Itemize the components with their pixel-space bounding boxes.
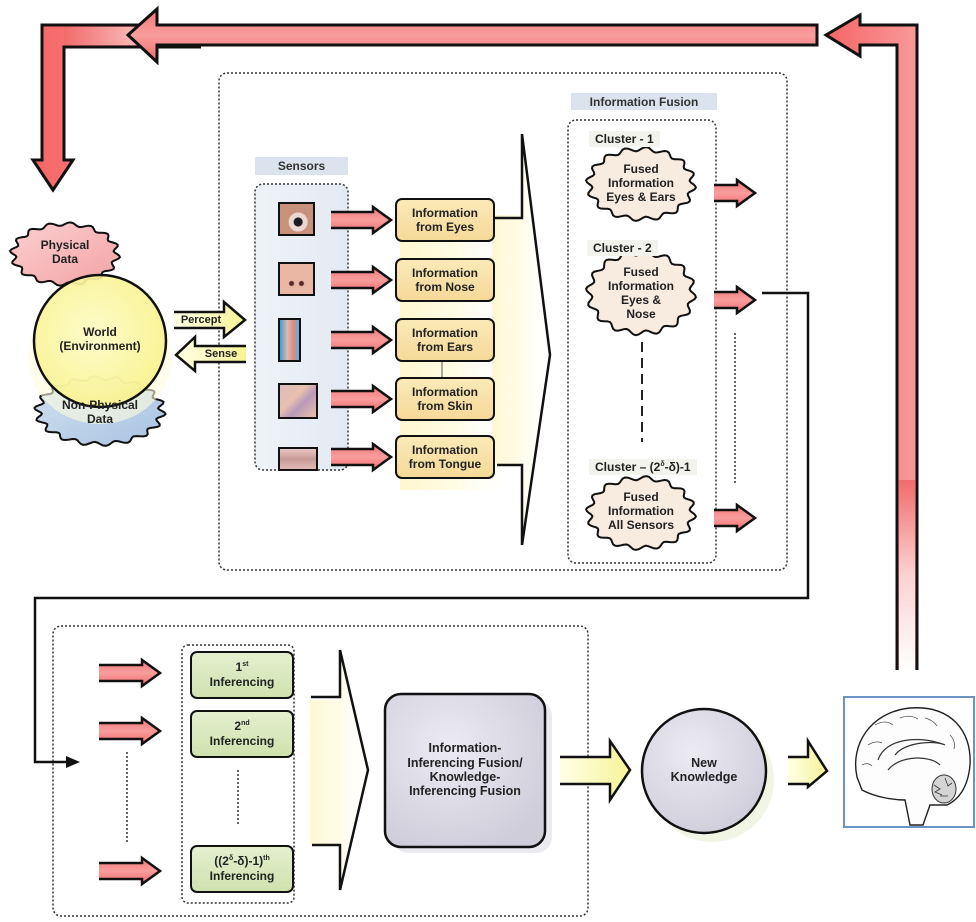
inference-arrow-3 bbox=[99, 858, 160, 884]
fusion-arrow-2-outline bbox=[714, 284, 758, 316]
info-from-tongue: Information from Tongue bbox=[395, 435, 495, 479]
sensor-arrow-1 bbox=[331, 207, 391, 233]
mouth-icon bbox=[278, 447, 318, 471]
cluster-n-label: Cluster – (2δ-δ)-1 bbox=[589, 459, 697, 475]
knowledge-fusion-label: Information- Inferencing Fusion/ Knowled… bbox=[407, 741, 523, 799]
inferencing-n: ((2δ-δ)-1)th Inferencing bbox=[190, 845, 294, 893]
cluster-n-prefix: Cluster – (2 bbox=[595, 460, 661, 474]
sensor-arrow-1-outline bbox=[331, 204, 394, 236]
feedback-arrow-top bbox=[125, 5, 819, 66]
nose-icon bbox=[278, 262, 315, 296]
connector-arrowhead bbox=[66, 756, 80, 768]
info-from-skin: Information from Skin bbox=[395, 377, 495, 421]
physical-data-label: Physical Data bbox=[40, 238, 90, 266]
info-from-ears: Information from Ears bbox=[395, 318, 495, 362]
sensor-arrow-5 bbox=[331, 444, 391, 470]
sensor-arrow-3 bbox=[331, 327, 391, 353]
ordinal-suffix: th bbox=[263, 855, 270, 862]
inferencing-n-label: Inferencing bbox=[209, 869, 275, 883]
inference-arrow-2 bbox=[99, 718, 160, 744]
new-knowledge-label: New Knowledge bbox=[670, 755, 738, 784]
non-physical-data-label: Non-Physical Data bbox=[61, 398, 139, 426]
sensor-arrow-4-outline bbox=[331, 383, 394, 415]
fused-cloud-2 bbox=[584, 249, 698, 337]
ordinal-text: 2 bbox=[234, 719, 242, 733]
information-fusion-header: Information Fusion bbox=[571, 93, 717, 110]
sensor-arrow-3-outline bbox=[331, 324, 394, 356]
cluster-1-label: Cluster - 1 bbox=[589, 131, 660, 147]
sensor-arrow-5-outline bbox=[331, 441, 394, 473]
cluster-2-label: Cluster - 2 bbox=[587, 240, 658, 256]
cluster-2-content: Fused Information Eyes & Nose bbox=[608, 265, 674, 321]
fusion-panel bbox=[567, 119, 717, 564]
inferencing-2: 2nd Inferencing bbox=[190, 710, 294, 758]
feedback-arrow-left-elbow bbox=[30, 23, 201, 193]
inference-arrow-3-outline bbox=[99, 855, 163, 887]
inference-input-arrows bbox=[99, 657, 163, 887]
fused-cloud-3 bbox=[584, 475, 698, 551]
fusion-output-arrows bbox=[714, 177, 758, 534]
ear-icon bbox=[278, 318, 301, 362]
sense-arrow bbox=[174, 334, 246, 374]
knowledge-fusion-box bbox=[383, 692, 547, 849]
sensor-arrow-2 bbox=[331, 267, 391, 293]
ordinal-text: 1 bbox=[235, 660, 243, 674]
info-from-eyes: Information from Eyes bbox=[395, 198, 495, 242]
inference-aggregation-bracket bbox=[310, 649, 370, 891]
cluster-n-exp: δ bbox=[660, 461, 665, 468]
hand-icon bbox=[278, 383, 318, 419]
sensor-arrows bbox=[331, 204, 394, 473]
inferencing-n-ordinal: ((2δ-δ)-1)th bbox=[214, 854, 269, 869]
feedback-arrow-right-elbow bbox=[823, 12, 919, 670]
world-circle bbox=[32, 273, 168, 409]
sensor-arrow-2-outline bbox=[331, 264, 394, 296]
eye-icon bbox=[278, 202, 315, 236]
sensors-header: Sensors bbox=[255, 157, 348, 175]
cluster-1-content: Fused Information Eyes & Ears bbox=[606, 162, 676, 204]
inferencing-1-label: Inferencing bbox=[209, 675, 275, 689]
inference-arrow-1 bbox=[99, 660, 160, 686]
percept-arrow bbox=[174, 299, 247, 340]
cluster-n-content: Fused Information All Sensors bbox=[607, 490, 675, 532]
inference-inner-panel bbox=[181, 644, 295, 904]
cluster-n-suffix: -δ)-1 bbox=[664, 460, 691, 474]
brain-icon bbox=[843, 696, 975, 828]
ordinal-suffix: nd bbox=[241, 720, 250, 727]
new-knowledge-circle bbox=[640, 707, 768, 835]
ordinal-suffix: st bbox=[242, 661, 249, 668]
inference-arrow-2-outline bbox=[99, 715, 163, 747]
inferencing-2-ordinal: 2nd bbox=[234, 719, 249, 734]
ordinal-text: ((2δ-δ)-1) bbox=[214, 854, 264, 868]
inferencing-2-label: Inferencing bbox=[209, 734, 275, 748]
inferencing-1-ordinal: 1st bbox=[236, 660, 249, 675]
info-from-nose: Information from Nose bbox=[395, 258, 495, 302]
fusion-arrow-1-outline bbox=[714, 177, 758, 209]
fusion-to-knowledge-arrow bbox=[560, 736, 632, 805]
sensor-arrow-4 bbox=[331, 386, 391, 412]
percept-label: Percept bbox=[180, 313, 222, 326]
inferencing-1: 1st Inferencing bbox=[190, 651, 294, 699]
knowledge-to-brain-arrow bbox=[788, 736, 829, 790]
fusion-to-inference-connector bbox=[33, 291, 810, 764]
sensing-panel-border bbox=[218, 72, 788, 571]
world-label: World (Environment) bbox=[59, 325, 141, 353]
aggregation-bracket bbox=[492, 133, 552, 546]
fusion-arrow-3-outline bbox=[714, 502, 758, 534]
inference-arrow-1-outline bbox=[99, 657, 163, 689]
fused-cloud-1 bbox=[584, 146, 698, 222]
sense-label: Sense bbox=[204, 347, 238, 360]
